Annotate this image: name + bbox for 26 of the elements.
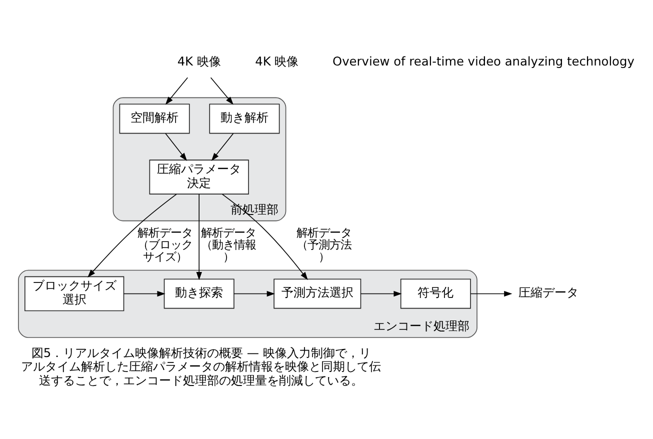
node-text: 圧縮データ <box>518 285 578 300</box>
label: Overview of real-time video analyzing technology <box>332 54 634 68</box>
node-box: 符号化 <box>400 278 471 308</box>
arrow <box>123 290 166 296</box>
node-box: 動き解析 <box>209 103 280 134</box>
arrow <box>234 290 275 296</box>
arrow <box>222 193 308 280</box>
edge-label: 解析データ（ブロックサイズ） <box>138 224 193 264</box>
node-box: 動き探索 <box>164 278 234 308</box>
node-text: 4K 映像 <box>255 54 299 68</box>
node-box: 空間解析 <box>119 103 190 134</box>
arrow <box>210 76 234 104</box>
caption: 図5．リアルタイム映像解析技術の概要 — 映像入力制御で，リアルタイム解析した圧縮パラメータの解析情報を映像と同期して伝送することで，エンコード処理部の処理量を削減している。 <box>21 345 382 387</box>
arrow <box>165 76 188 104</box>
edge-label: 解析データ（予測方法） <box>296 224 352 264</box>
arrow <box>165 132 188 160</box>
node-box: ブロックサイズ選択 <box>24 276 124 311</box>
label: 4K 映像 <box>177 54 221 68</box>
node-box: 予測方法選択 <box>274 278 362 308</box>
edge-label: 解析データ（動き情報） <box>200 224 256 264</box>
arrow <box>470 290 512 296</box>
node-box: 圧縮パラメータ決定 <box>149 159 249 194</box>
arrow <box>360 290 402 296</box>
arrow <box>88 193 177 278</box>
arrow <box>196 193 202 280</box>
arrow <box>211 132 234 160</box>
